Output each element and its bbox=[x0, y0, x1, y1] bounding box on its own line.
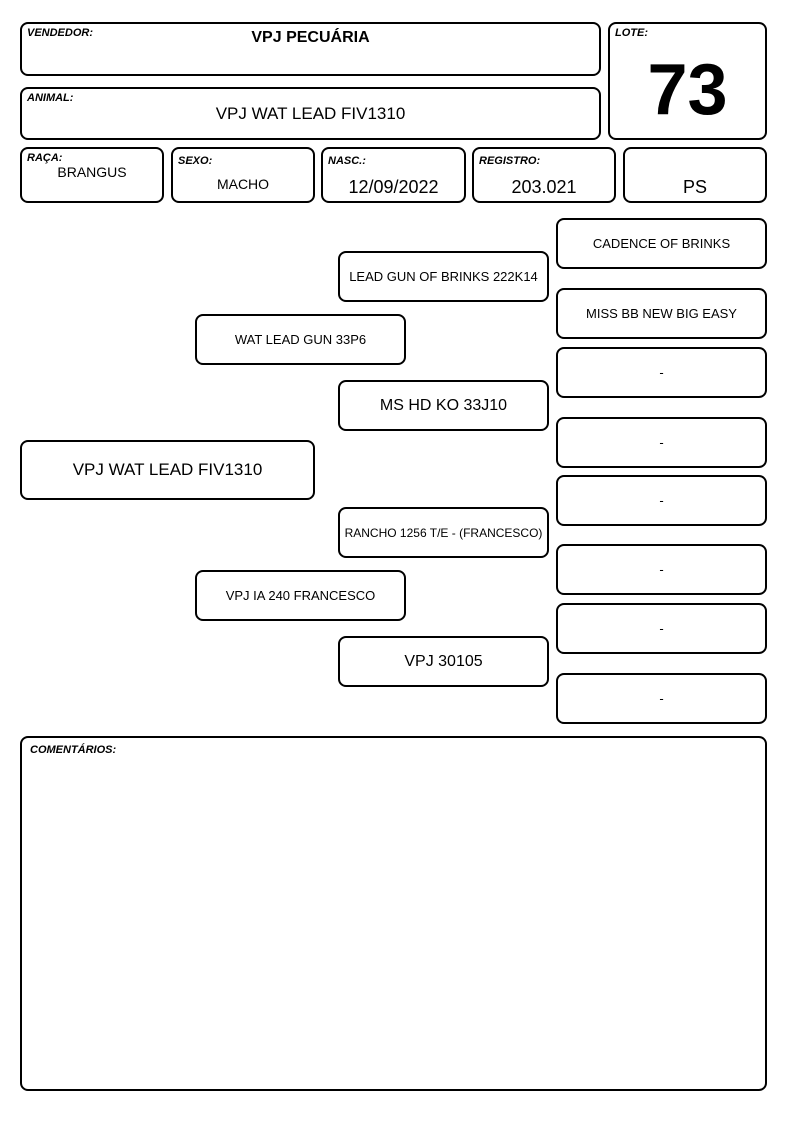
registro-box: REGISTRO: 203.021 bbox=[472, 147, 616, 203]
animal-name: VPJ WAT LEAD FIV1310 bbox=[215, 104, 406, 123]
pedigree-great-grandparent-5: - bbox=[556, 475, 767, 526]
great-grandparent-4-name: - bbox=[659, 435, 664, 450]
pedigree-sire-dam-name: MS HD KO 33J10 bbox=[379, 396, 508, 414]
categoria-value: PS bbox=[682, 177, 707, 197]
pedigree-great-grandparent-8: - bbox=[556, 673, 767, 724]
pedigree-sire-dam: MS HD KO 33J10 bbox=[338, 380, 549, 431]
lote-box: LOTE: 73 bbox=[608, 22, 767, 140]
pedigree-great-grandparent-3: - bbox=[556, 347, 767, 398]
lote-label: LOTE: bbox=[615, 27, 648, 39]
great-grandparent-5-name: - bbox=[659, 493, 664, 508]
pedigree-dam: VPJ IA 240 FRANCESCO bbox=[195, 570, 406, 621]
raca-box: RAÇA: BRANGUS bbox=[20, 147, 164, 203]
pedigree-sire-sire: LEAD GUN OF BRINKS 222K14 bbox=[338, 251, 549, 302]
pedigree-great-grandparent-6: - bbox=[556, 544, 767, 595]
categoria-box: PS bbox=[623, 147, 767, 203]
pedigree-great-grandparent-4: - bbox=[556, 417, 767, 468]
pedigree-sire-name: WAT LEAD GUN 33P6 bbox=[234, 332, 367, 347]
vendedor-value: VPJ PECUÁRIA bbox=[251, 29, 370, 46]
sexo-box: SEXO: MACHO bbox=[171, 147, 315, 203]
great-grandparent-2-name: MISS BB NEW BIG EASY bbox=[586, 306, 737, 321]
pedigree-animal-name: VPJ WAT LEAD FIV1310 bbox=[72, 460, 263, 479]
great-grandparent-6-name: - bbox=[659, 562, 664, 577]
raca-value: BRANGUS bbox=[57, 164, 127, 180]
vendedor-label: VENDEDOR: bbox=[27, 27, 94, 39]
comments-box[interactable]: COMENTÁRIOS: bbox=[20, 736, 767, 1091]
pedigree-dam-dam: VPJ 30105 bbox=[338, 636, 549, 687]
pedigree-dam-sire-name: RANCHO 1256 T/E - (FRANCESCO) bbox=[344, 525, 543, 540]
great-grandparent-1-name: CADENCE OF BRINKS bbox=[592, 236, 731, 251]
pedigree-great-grandparent-7: - bbox=[556, 603, 767, 654]
animal-label: ANIMAL: bbox=[27, 92, 74, 104]
comments-label: COMENTÁRIOS: bbox=[30, 744, 117, 756]
pedigree-great-grandparent-1: CADENCE OF BRINKS bbox=[556, 218, 767, 269]
pedigree-sire: WAT LEAD GUN 33P6 bbox=[195, 314, 406, 365]
vendedor-box: VENDEDOR: VPJ PECUÁRIA bbox=[20, 22, 601, 76]
pedigree-great-grandparent-2: MISS BB NEW BIG EASY bbox=[556, 288, 767, 339]
great-grandparent-8-name: - bbox=[659, 691, 664, 706]
nasc-label: NASC.: bbox=[328, 155, 366, 167]
great-grandparent-3-name: - bbox=[659, 365, 664, 380]
pedigree-dam-name: VPJ IA 240 FRANCESCO bbox=[225, 588, 376, 603]
pedigree-animal: VPJ WAT LEAD FIV1310 bbox=[20, 440, 315, 500]
sexo-label: SEXO: bbox=[178, 155, 213, 167]
great-grandparent-7-name: - bbox=[659, 621, 664, 636]
animal-box: ANIMAL: VPJ WAT LEAD FIV1310 bbox=[20, 87, 601, 140]
lote-number: 73 bbox=[647, 50, 728, 130]
pedigree-dam-sire: RANCHO 1256 T/E - (FRANCESCO) bbox=[338, 507, 549, 558]
nasc-value: 12/09/2022 bbox=[348, 177, 439, 197]
raca-label: RAÇA: bbox=[27, 152, 63, 164]
registro-value: 203.021 bbox=[511, 177, 577, 197]
nasc-box: NASC.: 12/09/2022 bbox=[321, 147, 466, 203]
pedigree-dam-dam-name: VPJ 30105 bbox=[404, 652, 483, 670]
registro-label: REGISTRO: bbox=[479, 155, 541, 167]
sexo-value: MACHO bbox=[216, 176, 270, 192]
pedigree-sire-sire-name: LEAD GUN OF BRINKS 222K14 bbox=[349, 269, 538, 284]
comments-text[interactable] bbox=[30, 762, 757, 1081]
